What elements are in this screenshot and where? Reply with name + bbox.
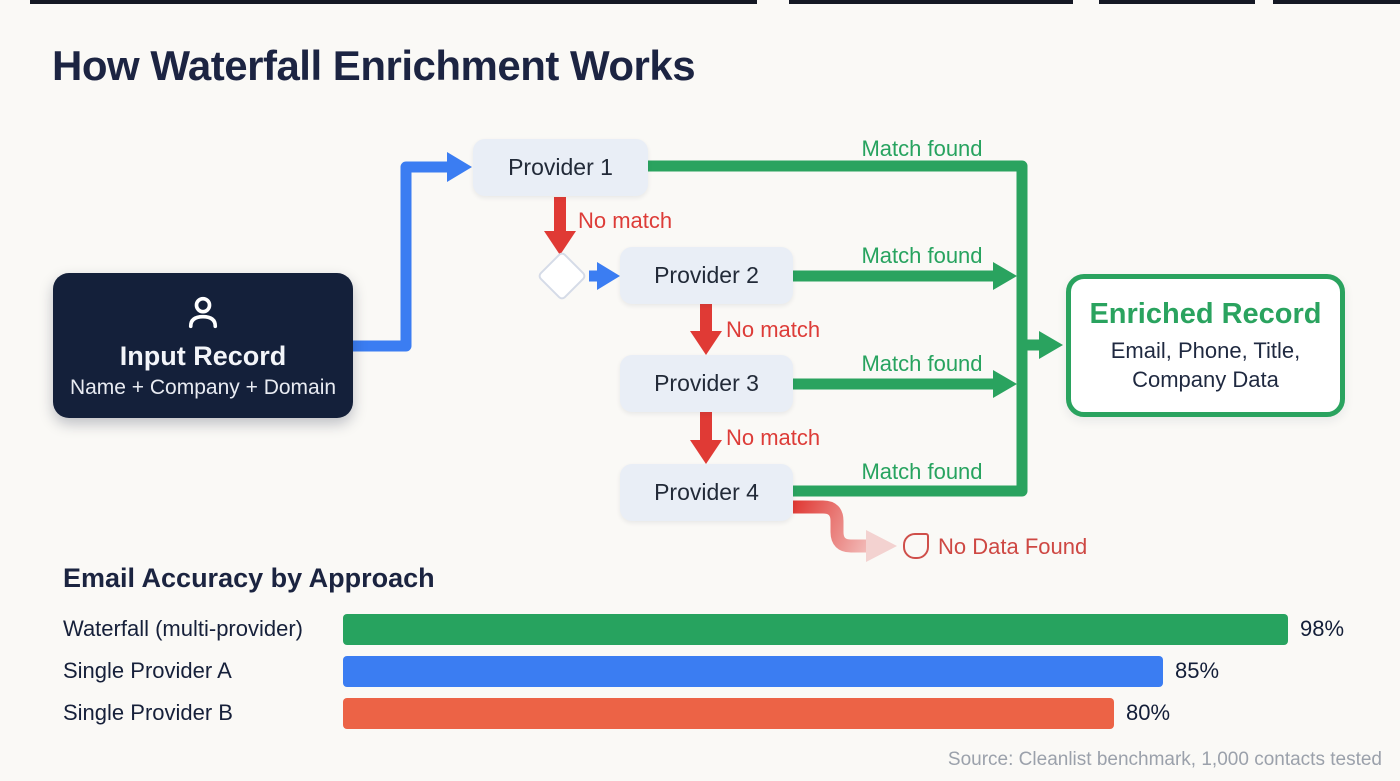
page-title: How Waterfall Enrichment Works xyxy=(52,42,696,89)
provider-3-label: Provider 3 xyxy=(654,370,759,396)
bar-value: 85% xyxy=(1175,658,1220,683)
bar-provider-a xyxy=(343,655,1163,687)
no-match-arrow-3 xyxy=(690,412,722,464)
bar-label: Single Provider A xyxy=(63,658,232,683)
diamond-to-provider2-arrow xyxy=(589,262,620,290)
provider-1-label: Provider 1 xyxy=(508,154,613,180)
top-edge-strip xyxy=(789,0,1073,4)
decision-diamond xyxy=(536,250,588,302)
enriched-record-subtitle-line1: Email, Phone, Title, xyxy=(1110,337,1301,363)
bar-label: Waterfall (multi-provider) xyxy=(63,616,304,641)
bar-waterfall xyxy=(343,613,1288,645)
no-data-found-label: No Data Found xyxy=(938,534,1088,559)
no-data-arrow xyxy=(793,500,897,562)
top-edge-strip xyxy=(1099,0,1255,4)
provider-3-card: Provider 3 xyxy=(620,355,793,412)
no-match-label-2: No match xyxy=(726,317,821,342)
match-found-label-1: Match found xyxy=(861,136,983,161)
provider-1-card: Provider 1 xyxy=(473,139,648,196)
provider-4-card: Provider 4 xyxy=(620,464,793,521)
person-icon xyxy=(180,291,226,337)
match-found-label-2: Match found xyxy=(861,243,983,268)
enriched-record-card: Enriched Record Email, Phone, Title, Com… xyxy=(1066,274,1345,417)
no-match-arrow-1 xyxy=(544,197,576,255)
bar-value: 80% xyxy=(1126,700,1171,725)
provider-2-label: Provider 2 xyxy=(654,262,759,288)
bar-row-provider-a: Single Provider A 85% xyxy=(63,655,1219,687)
no-match-label-3: No match xyxy=(726,425,821,450)
match-found-label-4: Match found xyxy=(861,459,983,484)
chart-title: Email Accuracy by Approach xyxy=(63,563,435,593)
leaf-document-icon xyxy=(903,533,929,559)
top-edge-strip xyxy=(30,0,757,4)
input-record-title: Input Record xyxy=(119,341,287,371)
enriched-record-title: Enriched Record xyxy=(1089,297,1322,330)
source-note: Source: Cleanlist benchmark, 1,000 conta… xyxy=(947,749,1382,770)
provider-2-card: Provider 2 xyxy=(620,247,793,304)
bar-row-provider-b: Single Provider B 80% xyxy=(63,697,1170,729)
bar-label: Single Provider B xyxy=(63,700,233,725)
bar-provider-b xyxy=(343,697,1114,729)
enriched-record-subtitle-line2: Company Data xyxy=(1132,366,1279,392)
no-match-arrow-2 xyxy=(690,304,722,355)
match-found-rail xyxy=(648,160,1063,497)
input-record-subtitle: Name + Company + Domain xyxy=(69,376,337,399)
bar-value: 98% xyxy=(1300,616,1345,641)
input-record-card: Input Record Name + Company + Domain xyxy=(53,273,353,418)
provider-4-label: Provider 4 xyxy=(654,479,759,505)
top-edge-strip xyxy=(1273,0,1400,4)
input-to-provider1-arrow xyxy=(353,152,472,352)
match-found-label-3: Match found xyxy=(861,351,983,376)
bar-row-waterfall: Waterfall (multi-provider) 98% xyxy=(63,613,1344,645)
no-match-label-1: No match xyxy=(578,208,673,233)
